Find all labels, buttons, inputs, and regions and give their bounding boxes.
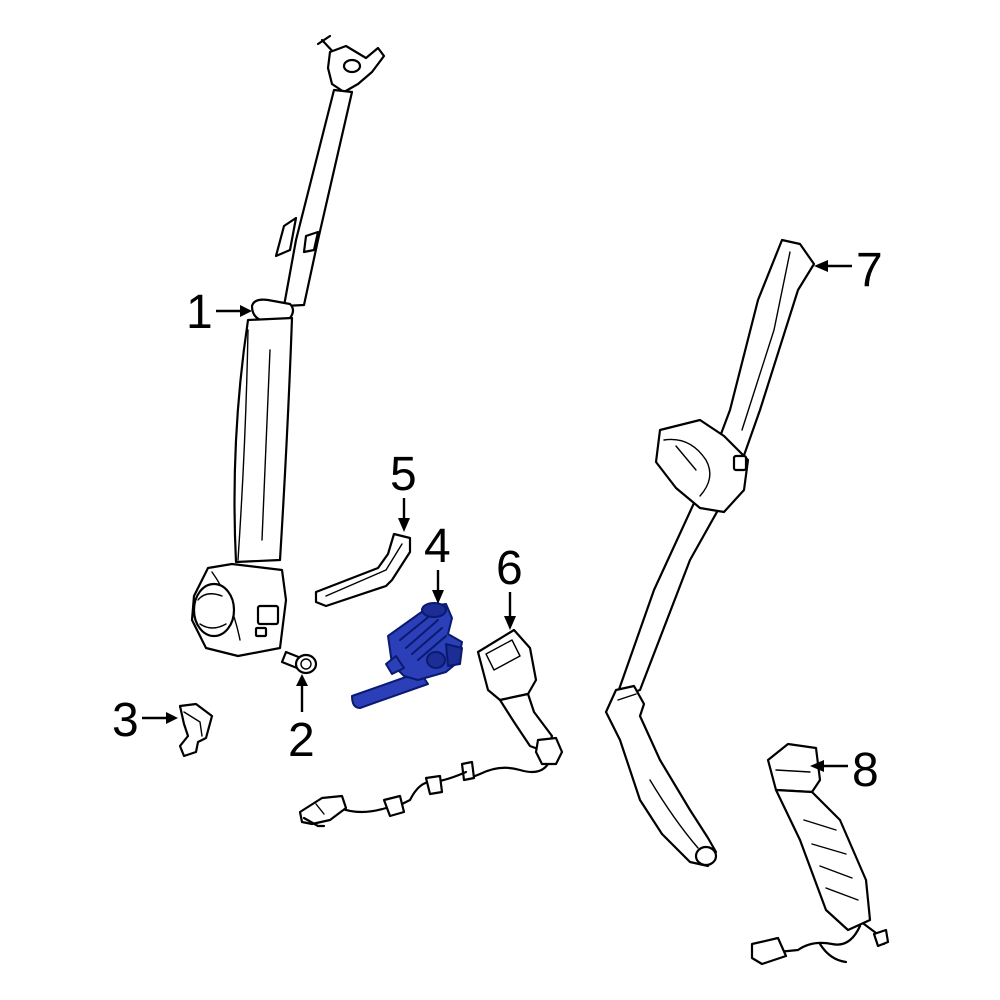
part-2-bolt[interactable] (280, 650, 318, 675)
callout-3: 3 (112, 694, 178, 747)
callout-label-5: 5 (390, 448, 417, 501)
callout-4: 4 (424, 520, 451, 604)
callout-label-3: 3 (112, 694, 139, 747)
part-1-seat-belt-assembly[interactable] (190, 34, 386, 658)
callout-label-2: 2 (288, 714, 315, 767)
adjuster-rod (351, 671, 429, 709)
part-3-bracket[interactable] (178, 702, 214, 758)
part-8-sensor[interactable] (750, 742, 890, 966)
callout-5: 5 (390, 448, 417, 532)
callout-8: 8 (810, 744, 879, 797)
callout-label-7: 7 (856, 244, 883, 297)
part-4-height-adjuster[interactable] (351, 602, 463, 709)
callout-label-8: 8 (852, 744, 879, 797)
callout-7: 7 (814, 244, 883, 297)
callout-label-4: 4 (424, 520, 451, 573)
part-5-trim-cover[interactable] (314, 532, 412, 608)
callout-label-6: 6 (496, 542, 523, 595)
callout-label-1: 1 (186, 286, 213, 339)
callout-6: 6 (496, 542, 523, 630)
callout-2: 2 (288, 674, 315, 767)
callout-1: 1 (186, 286, 252, 339)
part-7-rear-seat-belt[interactable] (604, 238, 816, 868)
part-6-buckle[interactable] (298, 628, 564, 828)
